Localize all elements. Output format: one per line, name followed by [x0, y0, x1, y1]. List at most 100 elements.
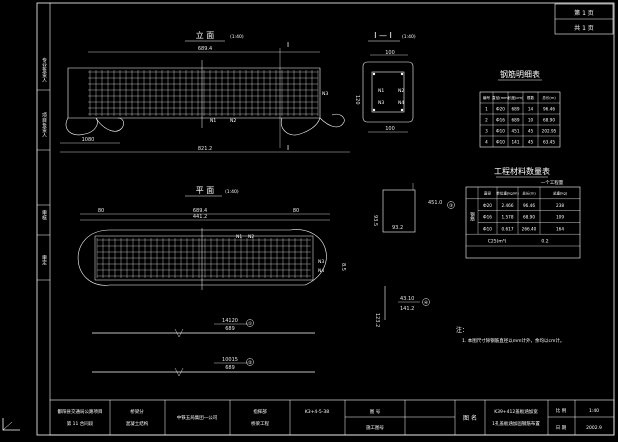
tb-date: 2002.9	[586, 425, 602, 431]
plan-view: 平 面 (1:40) 689.4 80 80 441.2 N1 N2 N3 N4…	[77, 186, 346, 290]
qty-group-label: 钢筋	[470, 211, 475, 223]
elevation-title: 立 面	[196, 30, 215, 40]
section-scale: (1:40)	[402, 34, 416, 40]
section-label-n3: N3	[378, 100, 384, 106]
qty-table-cell: 109	[556, 215, 564, 220]
plan-label-n4: N4	[318, 268, 324, 274]
elevation-rebar-grid	[88, 70, 319, 116]
plan-label-n2: N2	[248, 234, 254, 240]
elev-label-n1: N1	[210, 118, 216, 124]
qty-table: 工程材料数量表 一个工程量 直径单位重(kg/m)总长(m) 总重(kg) 钢筋 Ф2…	[465, 166, 581, 259]
rebar-table-cell: 1	[485, 107, 488, 112]
stamp-4: 审定	[41, 254, 47, 266]
tb-scale: 1:40	[589, 408, 599, 414]
qty-table-cell: 266.40	[522, 226, 537, 231]
section-mark-top: I	[287, 41, 289, 49]
plan-dim-top: 689.4	[193, 208, 207, 214]
n1-dim-2: 689	[225, 326, 235, 332]
rebar-table-cell: 141	[512, 140, 520, 145]
n4-dim-3: 123.2	[374, 313, 380, 327]
section-dim-top: 100	[385, 50, 395, 56]
qty-header-cell: 总重(kg)	[553, 191, 568, 196]
plan-dim-top2: 441.2	[193, 214, 207, 220]
qty-table-cell: 238	[556, 203, 564, 208]
rebar-table-cell: 14	[528, 107, 534, 112]
plan-dim-left: 80	[98, 208, 104, 214]
qty-table-cell: Ф16	[483, 215, 492, 220]
rebar-table-cell: 45	[528, 140, 534, 145]
n2-bar: 10015 689 ②	[92, 357, 315, 377]
rebar-header-cell: 编号	[483, 95, 491, 100]
stamp-1: 专业负责人	[41, 57, 47, 83]
ucs-icon	[2, 418, 20, 431]
n3-dim-1: 451.0	[428, 200, 442, 206]
qty-table-cell: 96.46	[523, 203, 535, 208]
elev-dim-bottom: 821.2	[198, 146, 212, 152]
n4-dim-1: 43.10	[400, 296, 414, 302]
qty-header-cell: 单位重(kg/m)	[496, 191, 519, 196]
title-block: 鄱阳县交通局公路项目 第 11 合同段 桥梁分 混凝土结构 中铁五局集团一公司 …	[49, 399, 615, 436]
tb-project-2: 混凝土结构	[126, 420, 149, 427]
qty-table-cell: 164	[556, 226, 564, 231]
stamp-2: 项目负责人	[41, 113, 47, 138]
side-stamp: 专业负责人 项目负责人 审核 审定	[37, 57, 50, 281]
rebar-table-title: 钢筋明细表	[500, 69, 540, 79]
rebar-header-cell: 根数	[527, 95, 535, 100]
tb-drawing-no: K3+4-5-38	[305, 409, 329, 415]
section-label-n4: N4	[398, 100, 404, 106]
plan-rebar-grid	[96, 238, 311, 278]
qty-header-cell: 总长(m)	[522, 191, 536, 196]
tb-org-1: 鄱阳县交通局公路项目	[58, 408, 103, 415]
section-label-n1: N1	[378, 88, 384, 94]
elevation-scale: (1:40)	[230, 34, 244, 40]
section-title: I — I	[374, 31, 392, 40]
notes-line-1: 1. 本图尺寸除钢筋直径以mm计外，余均以cm计。	[462, 337, 564, 344]
rebar-table-cell: Ф16	[496, 118, 505, 123]
tb-designer: 桥梁分	[130, 408, 144, 415]
n4-dim-2: 141.2	[400, 306, 414, 312]
qty-table-cell: Ф20	[483, 203, 492, 208]
qty-table-cell: 1.578	[502, 215, 514, 220]
rebar-table-cell: 4	[485, 140, 488, 145]
section-mark-bottom: I	[287, 144, 289, 152]
plan-dim-right: 80	[293, 208, 299, 214]
tb-title-1: K39+412盖板涵加宽	[494, 408, 538, 415]
tb-project-3: 桥梁工程	[251, 420, 269, 427]
elev-dim-left: 1080	[82, 137, 95, 143]
tb-date-label: 施工图号	[366, 424, 384, 431]
n3-shape: 451.0 93.5 93.2 ③	[372, 183, 455, 233]
tb-scale-label: 比 例	[556, 407, 567, 414]
n1-dim-1: 14120	[222, 318, 238, 324]
notes-head: 注：	[456, 326, 468, 334]
plan-label-n1: N1	[236, 234, 242, 240]
tb-org-2: 第 11 合同段	[67, 420, 94, 427]
qty-header-cell: 直径	[484, 191, 492, 196]
rebar-header-cell: 总长(m)	[542, 95, 556, 100]
plan-scale: (1:40)	[225, 189, 239, 195]
qty-table-cell: 0.617	[502, 226, 514, 231]
rebar-table-cell: 96.46	[543, 107, 555, 112]
rebar-table-cell: 10	[528, 118, 534, 123]
tb-figure-label: 图 名	[463, 414, 477, 422]
n1-label: ①	[248, 321, 252, 327]
rebar-table-cell: Ф10	[496, 129, 505, 134]
tb-drawing-label: 图 号	[370, 409, 381, 415]
n3-dim-3: 93.2	[392, 225, 403, 231]
section-label-n2: N2	[398, 88, 404, 94]
n4-shape: 43.10 141.2 123.2 ④	[374, 286, 430, 327]
rebar-table-cell: 689	[512, 118, 520, 123]
section-dim-height: 120	[354, 95, 360, 105]
rebar-table-cell: 689	[512, 107, 520, 112]
section-view: I — I (1:40) 100 N1 N2 N3 N4 120 100	[354, 31, 416, 133]
plan-title: 平 面	[196, 186, 215, 195]
qty-concrete-label: C25(m³)	[488, 239, 507, 245]
tb-date-label-2: 日 期	[556, 425, 567, 431]
n1-bar: 14120 689 ①	[92, 318, 315, 338]
page-total: 共 1 页	[574, 24, 594, 32]
notes: 注： 1. 本图尺寸除钢筋直径以mm计外，余均以cm计。	[456, 326, 564, 344]
qty-table-title: 工程材料数量表	[494, 166, 550, 176]
qty-table-note: 一个工程量	[541, 179, 564, 186]
elev-dim-top: 689.4	[198, 46, 212, 52]
